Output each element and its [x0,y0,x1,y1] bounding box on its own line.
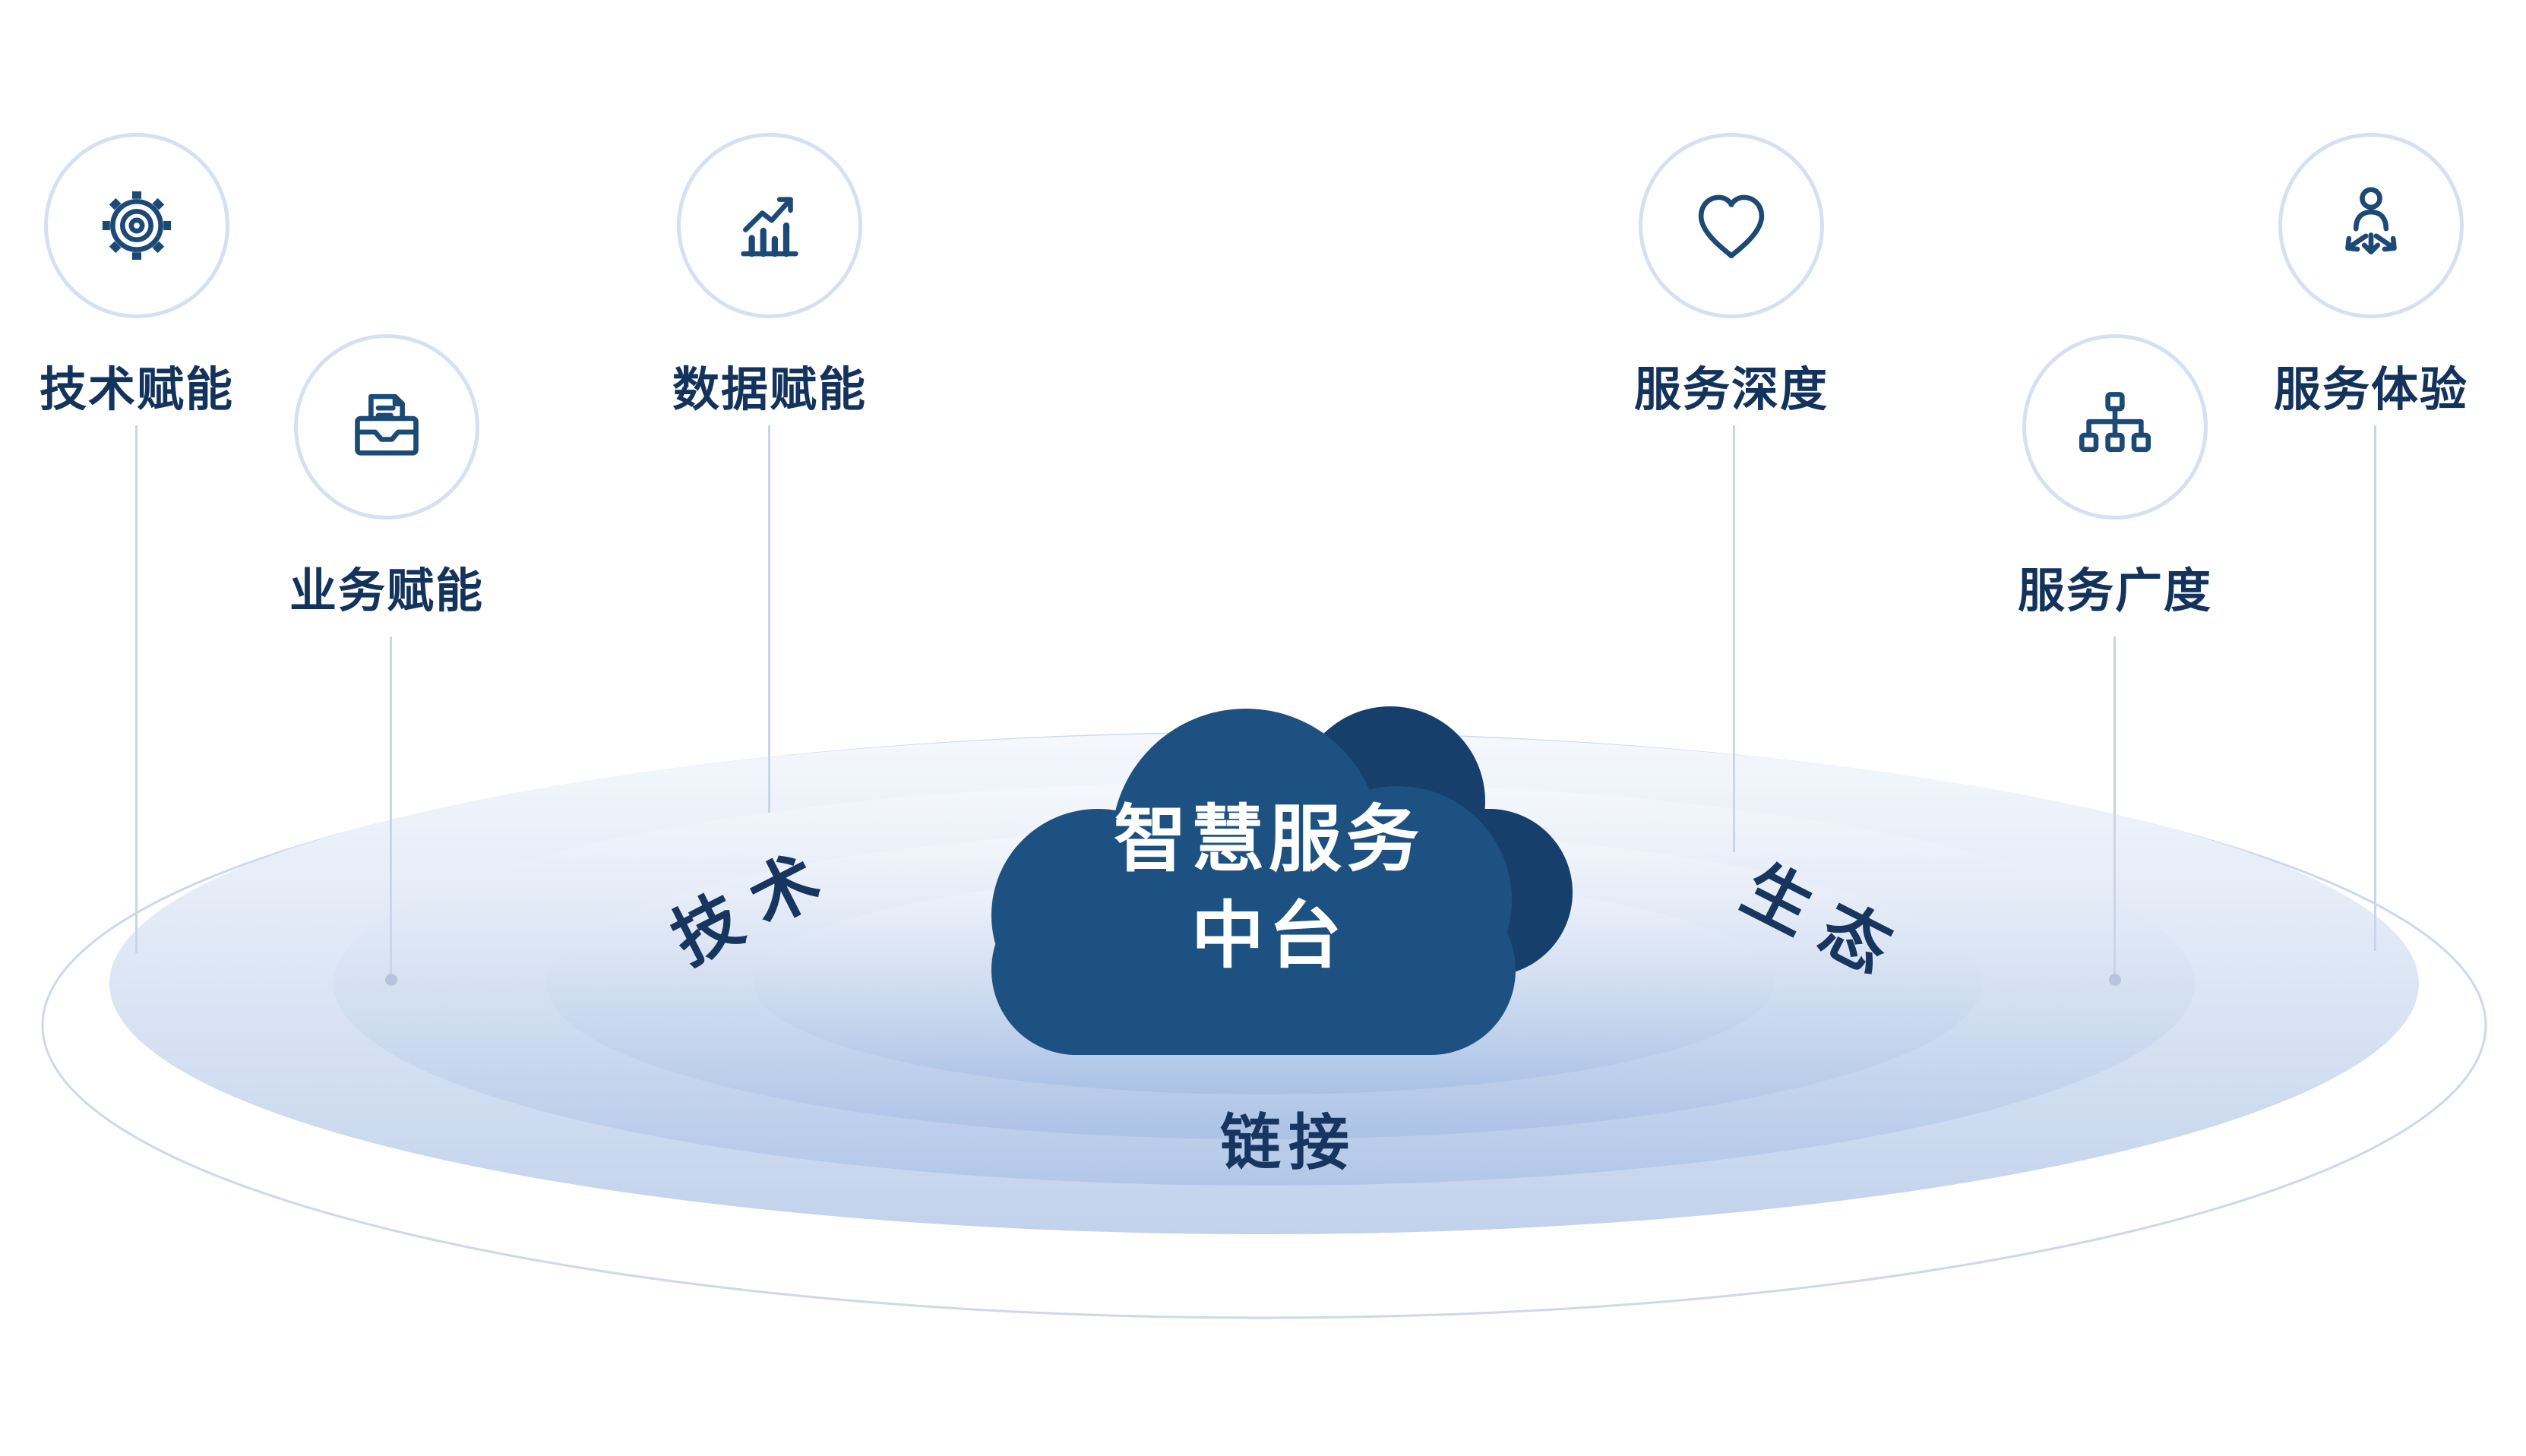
node-label-data-empowerment: 数据赋能 [672,362,867,417]
node-label-service-breadth: 服务广度 [2017,563,2212,618]
cloud-front-layer [991,709,1516,1055]
connector-line-service-breadth [2113,636,2116,978]
connector-line-service-experience [2374,425,2376,951]
document-tray-icon [355,393,419,456]
sitemap-icon [2079,392,2151,453]
node-business-empowerment [294,334,479,520]
node-service-experience [2278,133,2464,318]
node-data-empowerment [677,133,862,318]
connector-dot-service-breadth [2109,974,2121,986]
ring-label-link: 链接 [1220,1107,1357,1178]
heart-icon [1698,194,1765,259]
person-arrows-icon [2345,187,2397,254]
node-service-depth [1639,133,1824,318]
connector-line-service-depth [1733,425,1735,852]
cloud-shape [991,706,1573,1055]
central-cloud [942,687,1626,1085]
central-cloud-title-line2: 中台 [1191,892,1346,978]
central-cloud-title: 智慧服务 中台 [1033,791,1504,984]
connector-line-business-empowerment [390,636,392,978]
node-label-tech-empowerment: 技术赋能 [39,362,234,417]
node-tech-empowerment [44,133,229,318]
connector-line-data-empowerment [768,425,770,813]
node-label-service-depth: 服务深度 [1633,362,1829,417]
bar-chart-icon [741,197,798,257]
node-label-business-empowerment: 业务赋能 [289,563,484,618]
connector-line-tech-empowerment [135,425,138,953]
gear-icon [102,191,172,261]
node-service-breadth [2022,334,2208,520]
node-label-service-experience: 服务体验 [2273,362,2468,417]
central-cloud-title-line1: 智慧服务 [1114,797,1424,882]
connector-dot-business-empowerment [385,974,397,986]
